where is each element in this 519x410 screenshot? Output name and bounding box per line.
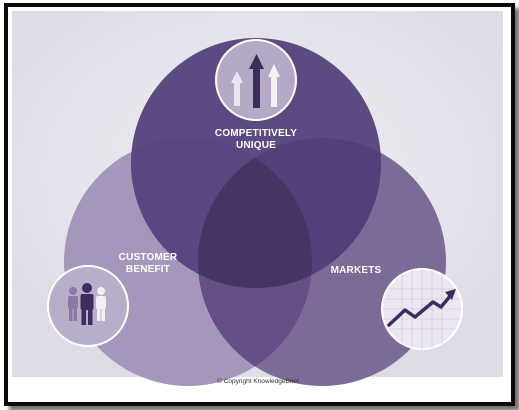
trend-chart-icon [381, 268, 463, 350]
copyright-text: © Copyright KnowledgeBrief [217, 377, 299, 385]
label-markets: MARKETS [331, 265, 382, 276]
people-group-icon [47, 265, 129, 347]
growth-arrows-icon [215, 39, 297, 121]
label-customer: CUSTOMER [119, 252, 178, 263]
label-competitively: COMPETITIVELY [215, 128, 297, 139]
overlap-center [198, 138, 312, 288]
label-benefit: BENEFIT [126, 264, 170, 275]
label-unique: UNIQUE [236, 140, 276, 151]
